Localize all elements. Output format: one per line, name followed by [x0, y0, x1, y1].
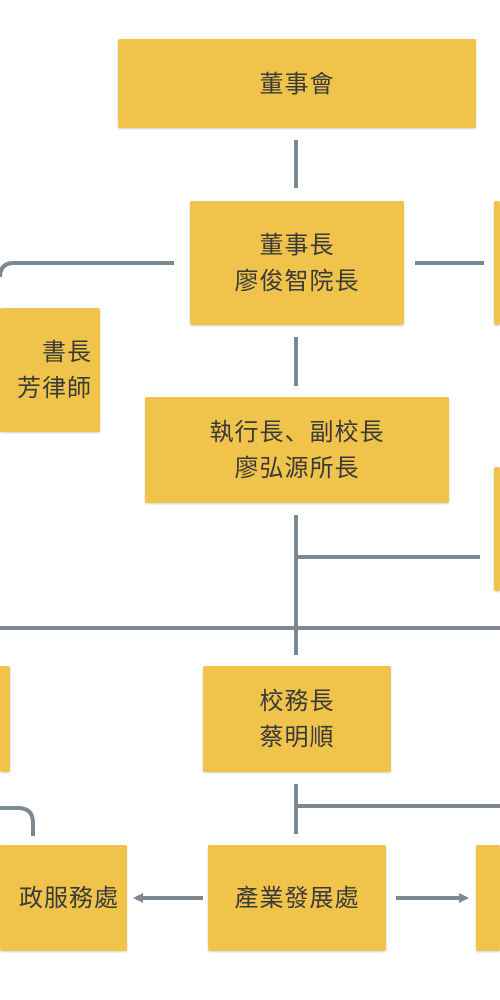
provost-title: 校務長 — [259, 687, 335, 715]
industry-development-label: 產業發展處 — [234, 884, 360, 912]
ceo-title: 執行長、副校長 — [209, 418, 385, 446]
admin-services-label: 政服務處 — [19, 884, 119, 912]
left-partial-node-2 — [0, 666, 10, 772]
industry-development-node: 產業發展處 — [208, 845, 386, 951]
connector-chairman-left — [0, 261, 174, 278]
ceo-node: 執行長、副校長 廖弘源所長 — [145, 397, 449, 503]
secretary-title: 書長 — [42, 338, 92, 366]
right-partial-node-1 — [494, 201, 500, 325]
provost-name: 蔡明順 — [259, 723, 335, 751]
board-node: 董事會 — [118, 39, 476, 128]
ceo-name: 廖弘源所長 — [234, 454, 360, 482]
chairman-name: 廖俊智院長 — [234, 267, 360, 295]
chairman-node: 董事長 廖俊智院長 — [190, 201, 404, 325]
right-partial-node-3 — [476, 845, 500, 951]
right-partial-node-2 — [494, 467, 500, 591]
secretary-node-partial: 書長 芳律師 — [0, 308, 100, 432]
chairman-title: 董事長 — [259, 231, 335, 259]
provost-node: 校務長 蔡明順 — [203, 666, 391, 772]
secretary-name: 芳律師 — [17, 374, 92, 402]
board-label: 董事會 — [259, 69, 335, 98]
admin-services-node-partial: 政服務處 — [0, 845, 127, 951]
connector-left-hook — [0, 806, 35, 836]
